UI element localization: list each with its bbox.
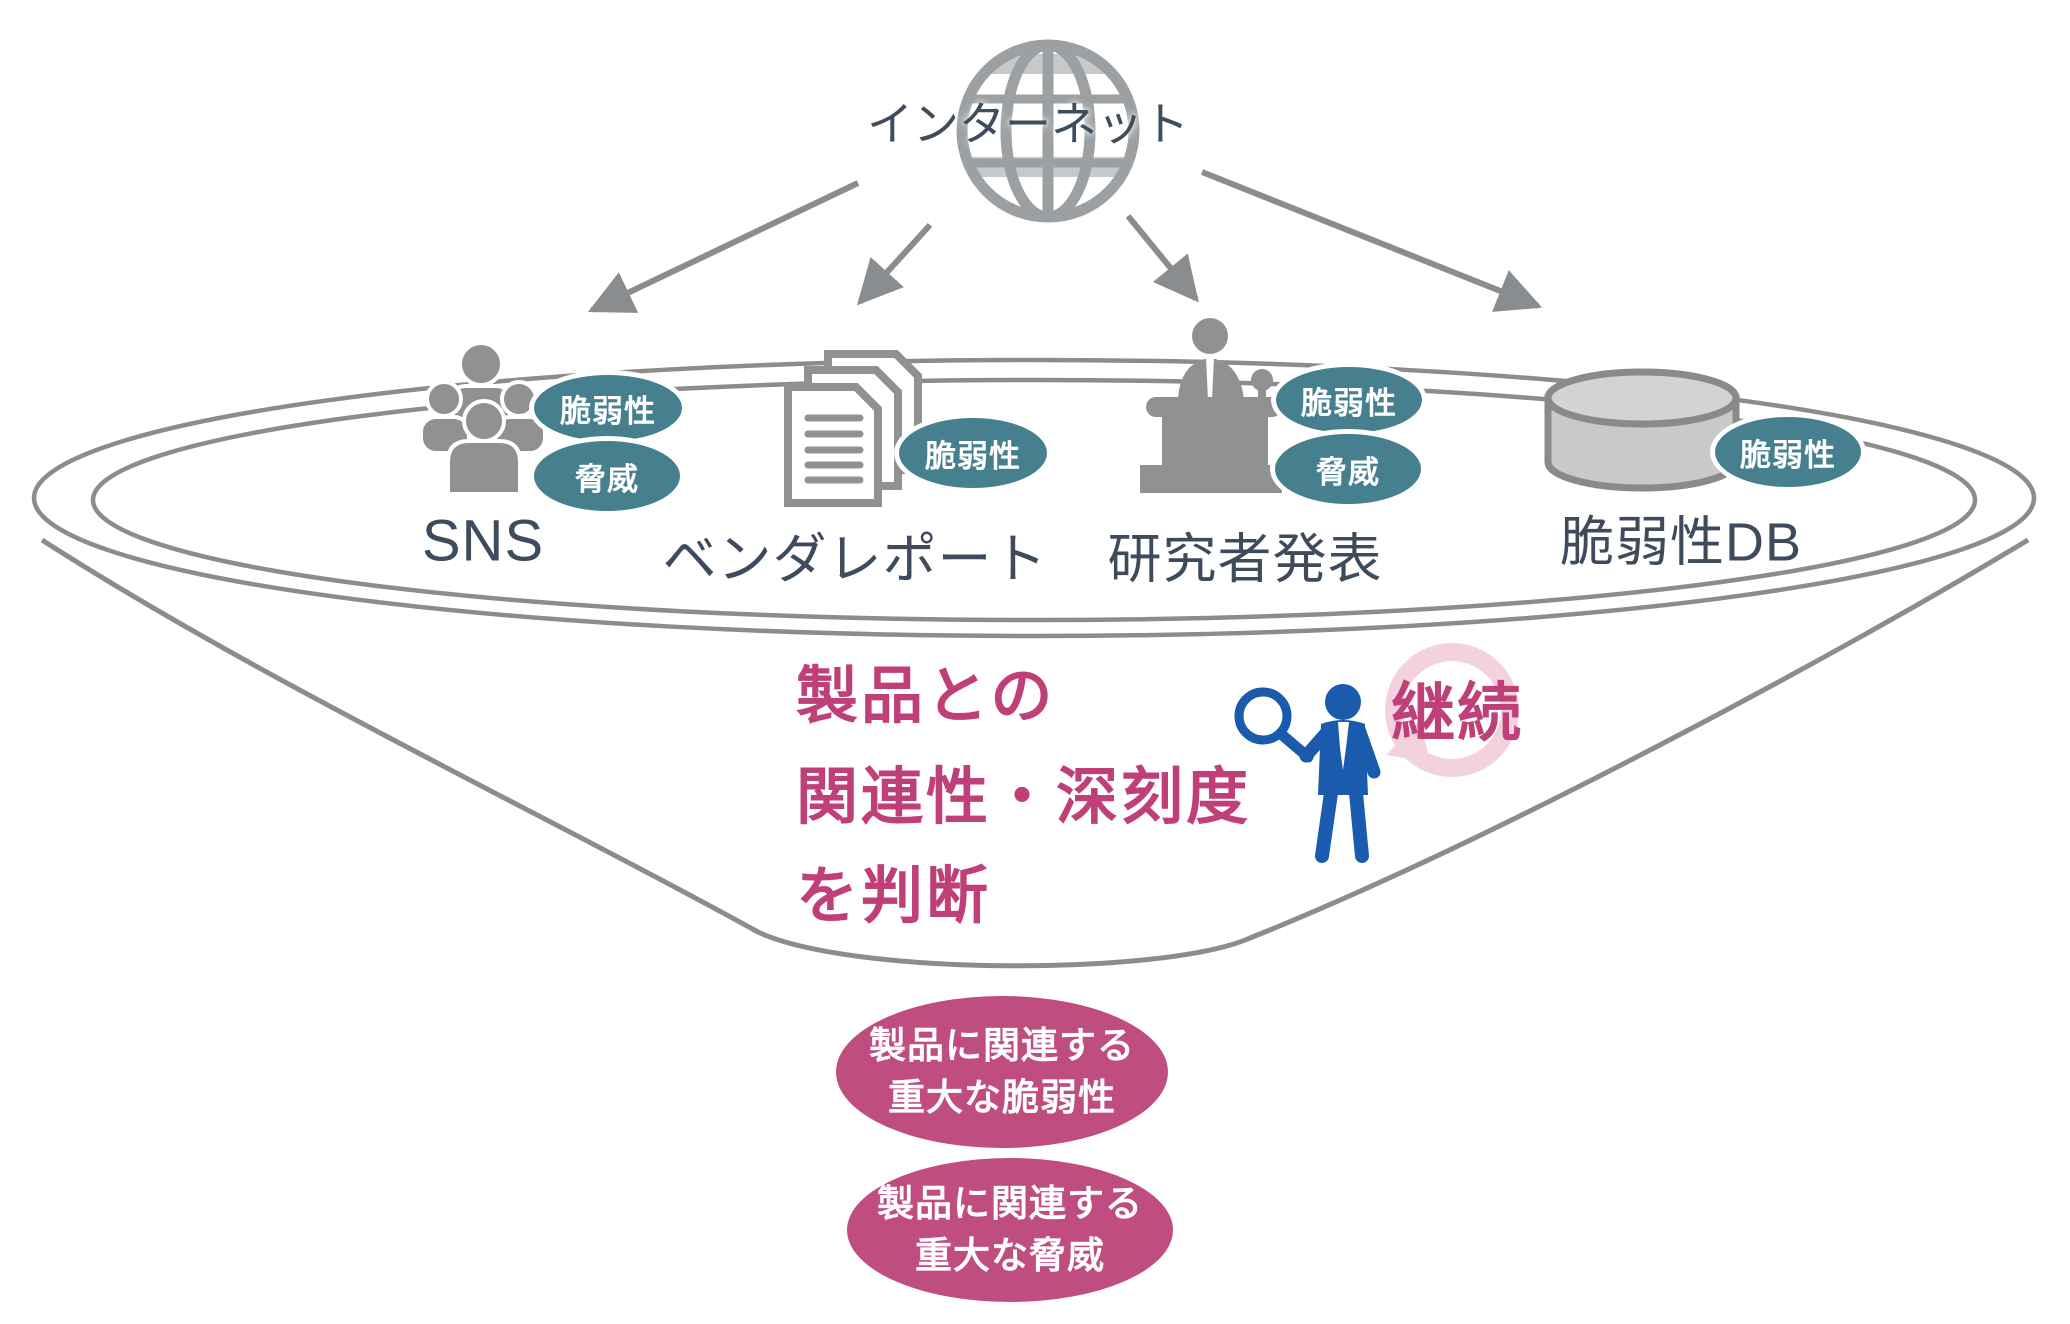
source-label-vendor-report: ベンダレポート [662, 529, 1048, 590]
arrow-to-vuln-db [1200, 169, 1543, 312]
output-2-line-2: 重大な脅威 [915, 1235, 1105, 1276]
badge-sns-vulnerability: 脆弱性 [529, 370, 687, 446]
judgment-line-1: 製品との [796, 662, 1056, 731]
badge-db-vulnerability: 脆弱性 [1710, 412, 1866, 492]
output-1-line-2: 重大な脆弱性 [888, 1077, 1116, 1118]
magnifier-analyst-icon [1234, 684, 1381, 863]
document-stack-icon [784, 350, 922, 507]
globe-icon [956, 39, 1140, 223]
flow-arrows [587, 169, 1543, 313]
arrow-to-sns [587, 180, 860, 313]
internet-label: インターネット [867, 98, 1189, 150]
arrow-to-vendor-report [856, 222, 933, 306]
continuous-label: 継続 [1391, 677, 1523, 749]
database-cylinder-icon [1544, 368, 1740, 492]
output-critical-threats: 製品に関連する 重大な脅威 [842, 1153, 1178, 1307]
arrow-to-researcher [1125, 214, 1199, 303]
source-label-researcher: 研究者発表 [1107, 529, 1383, 590]
badge-sns-threat: 脅威 [529, 436, 685, 516]
output-1-line-1: 製品に関連する [869, 1025, 1135, 1067]
presenter-podium-icon [1140, 318, 1282, 493]
people-group-icon [419, 341, 547, 496]
repeat-cycle-icon [1385, 643, 1519, 777]
source-label-vuln-db: 脆弱性DB [1559, 512, 1803, 573]
badge-researcher-vulnerability: 脆弱性 [1271, 362, 1427, 438]
judgment-line-2: 関連性・深刻度 [796, 763, 1252, 832]
judgment-line-3: を判断 [796, 862, 992, 931]
output-critical-vulnerabilities: 製品に関連する 重大な脆弱性 [836, 996, 1168, 1148]
output-2-line-1: 製品に関連する [877, 1183, 1143, 1225]
source-label-sns: SNS [421, 508, 545, 574]
funnel-bowl [31, 357, 2037, 969]
badge-researcher-threat: 脅威 [1270, 429, 1426, 509]
badge-vendor-vulnerability: 脆弱性 [894, 413, 1052, 493]
